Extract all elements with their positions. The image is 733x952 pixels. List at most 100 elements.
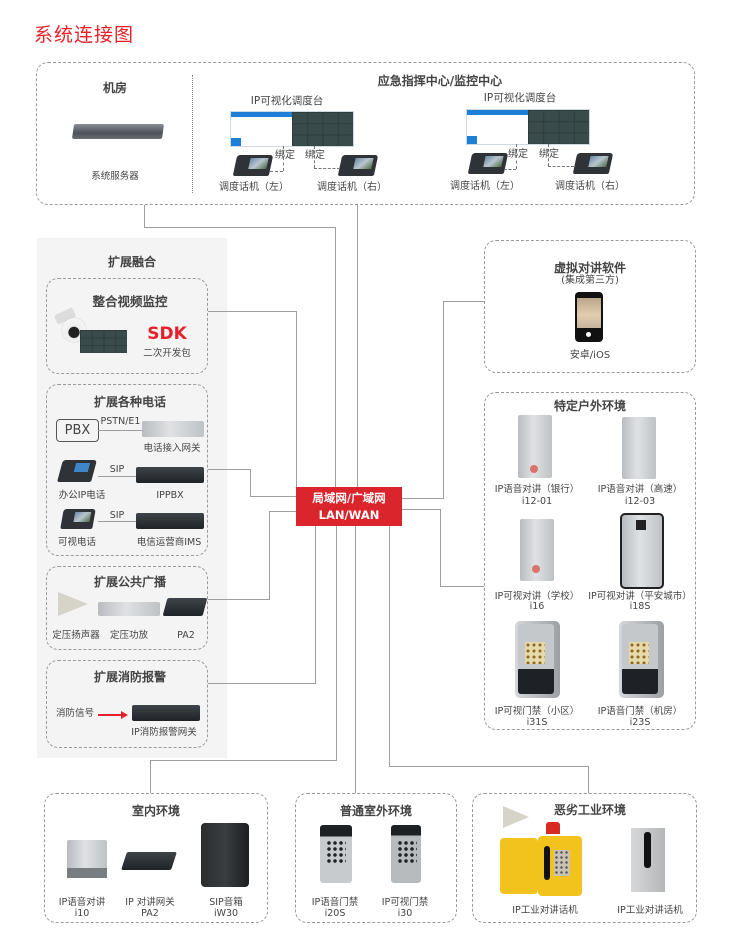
bind-label: 绑定 bbox=[305, 150, 325, 161]
bind-line bbox=[283, 146, 284, 171]
i20s-image bbox=[320, 825, 352, 883]
industrial-phone-steel-image bbox=[631, 828, 665, 892]
office-phone-label: 办公IP电话 bbox=[58, 490, 106, 501]
pstn-line bbox=[98, 430, 142, 431]
sip-label: SIP bbox=[109, 510, 125, 521]
warning-light-icon bbox=[546, 822, 560, 834]
broadcast-item-label: PA2 bbox=[177, 630, 195, 641]
connector-line bbox=[335, 227, 336, 487]
bind-label: 绑定 bbox=[508, 149, 528, 160]
connector-line bbox=[357, 205, 358, 487]
industrial-heading: 恶劣工业环境 bbox=[553, 803, 626, 817]
bind-label: 绑定 bbox=[275, 150, 295, 161]
video-wall-icon bbox=[80, 330, 127, 353]
office-phone-icon bbox=[57, 460, 97, 482]
i12-01-image bbox=[518, 415, 552, 478]
fire-gateway-label: IP消防报警网关 bbox=[131, 727, 197, 738]
device-name: IP可视门禁（小区） bbox=[494, 706, 580, 717]
bind-line bbox=[314, 168, 340, 169]
phone-left-label: 调度话机（左） bbox=[219, 182, 289, 193]
fire-box bbox=[46, 660, 208, 748]
video-box bbox=[46, 278, 208, 374]
device-model: i18S bbox=[629, 601, 651, 612]
connector-line bbox=[269, 511, 270, 600]
console-1-phone-left-icon bbox=[232, 155, 274, 176]
outdoor-normal-heading: 普通室外环境 bbox=[339, 804, 412, 818]
connector-line bbox=[150, 760, 337, 761]
connector-line bbox=[440, 509, 441, 587]
connector-line bbox=[389, 766, 589, 767]
fire-heading: 扩展消防报警 bbox=[93, 670, 166, 684]
outdoor-special-box bbox=[484, 392, 696, 730]
i31s-image bbox=[515, 621, 560, 698]
connector-line bbox=[336, 526, 337, 761]
device-name: IP可视门禁 bbox=[381, 897, 429, 908]
video-phone-label: 可视电话 bbox=[57, 537, 96, 548]
device-model: i12-03 bbox=[624, 496, 656, 507]
gateway-image bbox=[142, 421, 204, 437]
console-1-screen-image bbox=[230, 111, 354, 147]
connector-line bbox=[389, 526, 390, 766]
platform-label: 安卓/iOS bbox=[569, 350, 611, 361]
connector-line bbox=[355, 526, 356, 793]
outdoor-special-heading: 特定户外环境 bbox=[553, 399, 626, 413]
device-name: IP工业对讲话机 bbox=[512, 905, 578, 916]
device-name: IP语音门禁 bbox=[311, 897, 359, 908]
bind-label: 绑定 bbox=[539, 149, 559, 160]
ims-image bbox=[136, 513, 204, 529]
pa2-gateway-image bbox=[121, 852, 177, 870]
device-name: IP 对讲网关 bbox=[125, 897, 175, 908]
device-model: i23S bbox=[629, 717, 651, 728]
indoor-box bbox=[44, 793, 268, 923]
device-model: i20S bbox=[324, 908, 346, 919]
console-2-phone-right-icon bbox=[572, 153, 614, 174]
i23s-image bbox=[619, 621, 664, 698]
broadcast-box bbox=[46, 566, 208, 650]
device-model: i30 bbox=[397, 908, 413, 919]
bind-line bbox=[270, 171, 283, 172]
i16-image bbox=[520, 519, 554, 581]
industrial-door-image bbox=[500, 838, 538, 894]
hub-label-cn: 局域网/广域网 bbox=[312, 491, 386, 505]
top-divider bbox=[192, 75, 193, 193]
connector-line bbox=[402, 509, 441, 510]
connector-line bbox=[208, 599, 270, 600]
bind-line bbox=[548, 144, 549, 166]
i12-03-image bbox=[622, 417, 656, 479]
system-server-label: 系统服务器 bbox=[91, 171, 139, 182]
sip-line bbox=[98, 476, 136, 477]
connector-line bbox=[144, 205, 145, 228]
device-name: IP可视对讲（学校） bbox=[494, 591, 580, 602]
connector-line bbox=[208, 469, 250, 470]
device-name: IP语音对讲（高速） bbox=[597, 484, 683, 495]
expansion-heading: 扩展融合 bbox=[107, 255, 156, 269]
device-model: iW30 bbox=[213, 908, 239, 919]
virtual-box bbox=[484, 240, 696, 373]
horn-speaker-icon bbox=[503, 806, 529, 828]
bind-line bbox=[504, 169, 516, 170]
broadcast-item-label: 定压功放 bbox=[109, 630, 148, 641]
device-model: i12-01 bbox=[521, 496, 553, 507]
horn-speaker-icon bbox=[58, 592, 88, 616]
device-name: IP工业对讲话机 bbox=[617, 905, 683, 916]
connector-line bbox=[269, 511, 296, 512]
console-2-label: IP可视化调度台 bbox=[483, 92, 557, 104]
phones-heading: 扩展各种电话 bbox=[93, 395, 166, 409]
amplifier-image bbox=[98, 602, 160, 616]
connector-line bbox=[296, 311, 297, 487]
bind-line bbox=[516, 144, 517, 169]
ims-label: 电信运营商IMS bbox=[136, 537, 202, 548]
device-name: IP可视对讲（平安城市） bbox=[588, 591, 692, 602]
virtual-heading: 虚拟对讲软件 bbox=[553, 261, 626, 275]
broadcast-item-label: 定压扬声器 bbox=[52, 630, 100, 641]
console-1-phone-right-icon bbox=[337, 155, 379, 176]
iw30-speaker-image bbox=[201, 823, 249, 887]
connector-line bbox=[588, 766, 589, 793]
i10-image bbox=[67, 840, 107, 878]
fire-signal-label: 消防信号 bbox=[55, 708, 94, 719]
device-name: IP语音门禁（机房） bbox=[597, 706, 683, 717]
connector-line bbox=[150, 760, 151, 793]
ippbx-image bbox=[136, 467, 204, 483]
system-server-image bbox=[71, 124, 165, 139]
console-2-screen-image bbox=[466, 109, 590, 145]
